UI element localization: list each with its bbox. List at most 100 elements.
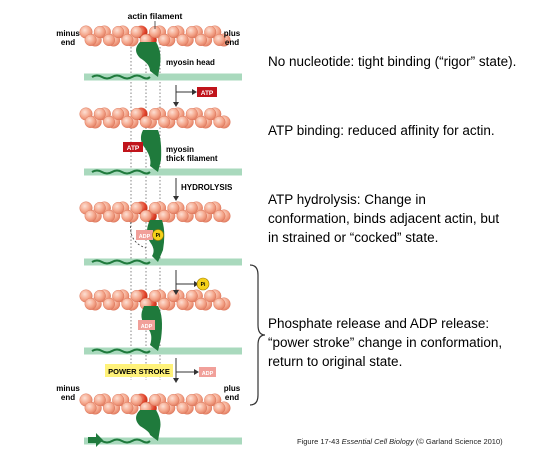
actin-filament-label: actin filament	[128, 11, 183, 21]
myosin-tail	[91, 74, 151, 80]
actin-bead	[176, 115, 189, 128]
actin-bead	[158, 34, 171, 47]
actin-bead	[176, 402, 189, 415]
alignment-guides	[130, 40, 161, 380]
atp-tag-1: ATP	[197, 87, 217, 97]
actin-bead	[167, 394, 180, 407]
adp-tag-bound: ADP	[138, 320, 155, 330]
myosin-tail	[91, 348, 151, 354]
actin-bead	[185, 26, 198, 39]
actin-bead	[93, 26, 106, 39]
thick-filament	[84, 347, 242, 355]
actin-bead	[130, 394, 143, 407]
actin-bead	[102, 402, 115, 415]
actin-bead	[185, 394, 198, 407]
actin-bead	[121, 209, 134, 222]
actin-filament	[79, 107, 231, 129]
svg-text:ADP: ADP	[141, 324, 153, 330]
actin-bead	[204, 201, 217, 214]
actin-bead	[93, 201, 106, 214]
svg-text:POWER STROKE: POWER STROKE	[108, 367, 170, 376]
actin-bead	[93, 107, 106, 120]
actin-bead	[130, 26, 143, 39]
actin-bead	[112, 290, 125, 303]
actin-bead	[194, 209, 207, 222]
panel-atp-bound	[79, 107, 242, 176]
actin-filament	[79, 201, 231, 223]
actin-bead	[102, 34, 115, 47]
actin-bead	[204, 107, 217, 120]
actin-bead	[185, 290, 198, 303]
myosin-head	[140, 130, 162, 172]
actin-bead	[112, 394, 125, 407]
actin-bead	[167, 107, 180, 120]
actin-bead	[148, 107, 161, 120]
actin-bead	[204, 394, 217, 407]
actin-bead	[121, 115, 134, 128]
actin-bead	[102, 298, 115, 311]
actin-bead	[148, 394, 161, 407]
svg-text:Pi: Pi	[201, 282, 206, 288]
actin-bead	[93, 394, 106, 407]
actin-bead	[204, 26, 217, 39]
actin-bead	[185, 107, 198, 120]
thick-filament	[84, 168, 242, 176]
actin-bead	[213, 298, 226, 311]
actin-bead	[84, 298, 97, 311]
svg-text:ATP: ATP	[201, 90, 214, 97]
transition-arrows	[175, 85, 194, 378]
svg-text:Pi: Pi	[156, 233, 161, 239]
figure-credit: Figure 17-43 Essential Cell Biology (© G…	[297, 437, 503, 446]
actin-bead	[158, 115, 171, 128]
actin-bead	[194, 115, 207, 128]
thick-filament	[84, 437, 242, 445]
actin-bead	[121, 34, 134, 47]
actin-bead	[139, 209, 152, 222]
thick-filament	[84, 258, 242, 266]
svg-text:ADP: ADP	[202, 371, 214, 377]
description-atp-hydrolysis: ATP hydrolysis: Change in conformation, …	[268, 192, 500, 245]
actin-bead	[213, 402, 226, 415]
panel-post-stroke	[79, 393, 242, 445]
actin-filament	[79, 289, 231, 311]
actin-bead	[93, 290, 106, 303]
actin-bead	[121, 298, 134, 311]
actin-bead	[84, 115, 97, 128]
actin-bead	[194, 402, 207, 415]
actin-bead	[213, 34, 226, 47]
atp-tag-2: ATP	[123, 142, 143, 152]
svg-text:ADP: ADP	[139, 234, 151, 240]
power-stroke-tag: POWER STROKE	[105, 364, 173, 377]
myosin-head	[130, 220, 165, 262]
cycle-arrow-icon	[88, 433, 103, 447]
actin-bead	[102, 209, 115, 222]
actin-bead	[112, 107, 125, 120]
panel-rigor	[79, 25, 242, 81]
myosin-tail	[91, 259, 151, 265]
myosin-head	[136, 42, 161, 77]
pi-released-icon: Pi	[196, 277, 210, 291]
myosin-head	[136, 410, 161, 441]
actin-filament	[79, 25, 231, 47]
hydrolysis-label: HYDROLYSIS	[181, 183, 233, 192]
actin-bead	[167, 201, 180, 214]
actin-bead	[194, 34, 207, 47]
actin-bead	[158, 209, 171, 222]
actin-bead	[112, 201, 125, 214]
adp-tag-released: ADP	[199, 367, 216, 377]
actin-bead	[112, 26, 125, 39]
panel-phosphate-release	[79, 289, 242, 355]
actin-bead	[204, 290, 217, 303]
svg-text:ATP: ATP	[127, 145, 140, 152]
actin-bead	[213, 115, 226, 128]
actin-bead	[194, 298, 207, 311]
actin-bead	[130, 290, 143, 303]
description-rigor-state: No nucleotide: tight binding (“rigor” st…	[268, 54, 517, 69]
description-power-stroke: Phosphate release and ADP release: “powe…	[268, 316, 503, 369]
thick-filament	[84, 73, 242, 81]
